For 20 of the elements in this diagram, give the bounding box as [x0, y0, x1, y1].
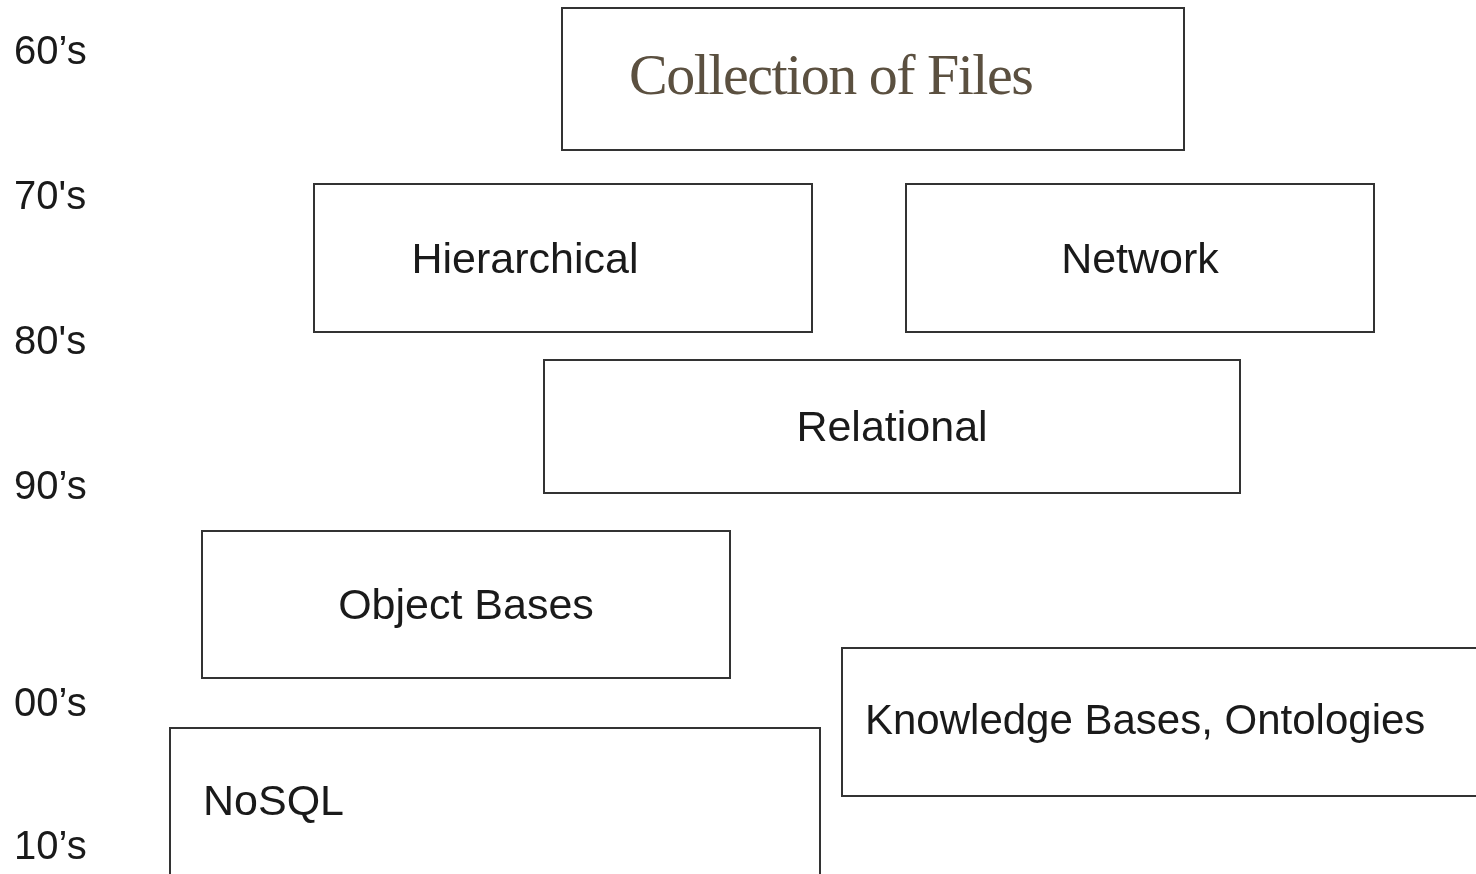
decade-label: 80's: [14, 320, 87, 360]
decade-label: 00’s: [14, 682, 87, 722]
decade-label: 90’s: [14, 465, 87, 505]
era-box: [169, 727, 821, 874]
era-title: Relational: [796, 405, 988, 448]
era-box: [313, 183, 813, 333]
decade-label: 60’s: [14, 30, 87, 70]
decade-label: 70's: [14, 175, 87, 215]
era-title: Knowledge Bases, Ontologies: [865, 699, 1426, 741]
decade-label: 10’s: [14, 825, 87, 865]
era-box: [201, 530, 731, 679]
era-title: NoSQL: [203, 779, 344, 822]
era-title: Collection of Files: [629, 46, 1033, 104]
era-title: Object Bases: [338, 583, 594, 626]
era-title: Network: [1061, 236, 1219, 280]
era-title: Hierarchical: [411, 236, 639, 280]
era-box: [841, 647, 1476, 797]
era-box: [905, 183, 1375, 333]
era-box: [561, 7, 1185, 151]
era-box: [543, 359, 1241, 494]
